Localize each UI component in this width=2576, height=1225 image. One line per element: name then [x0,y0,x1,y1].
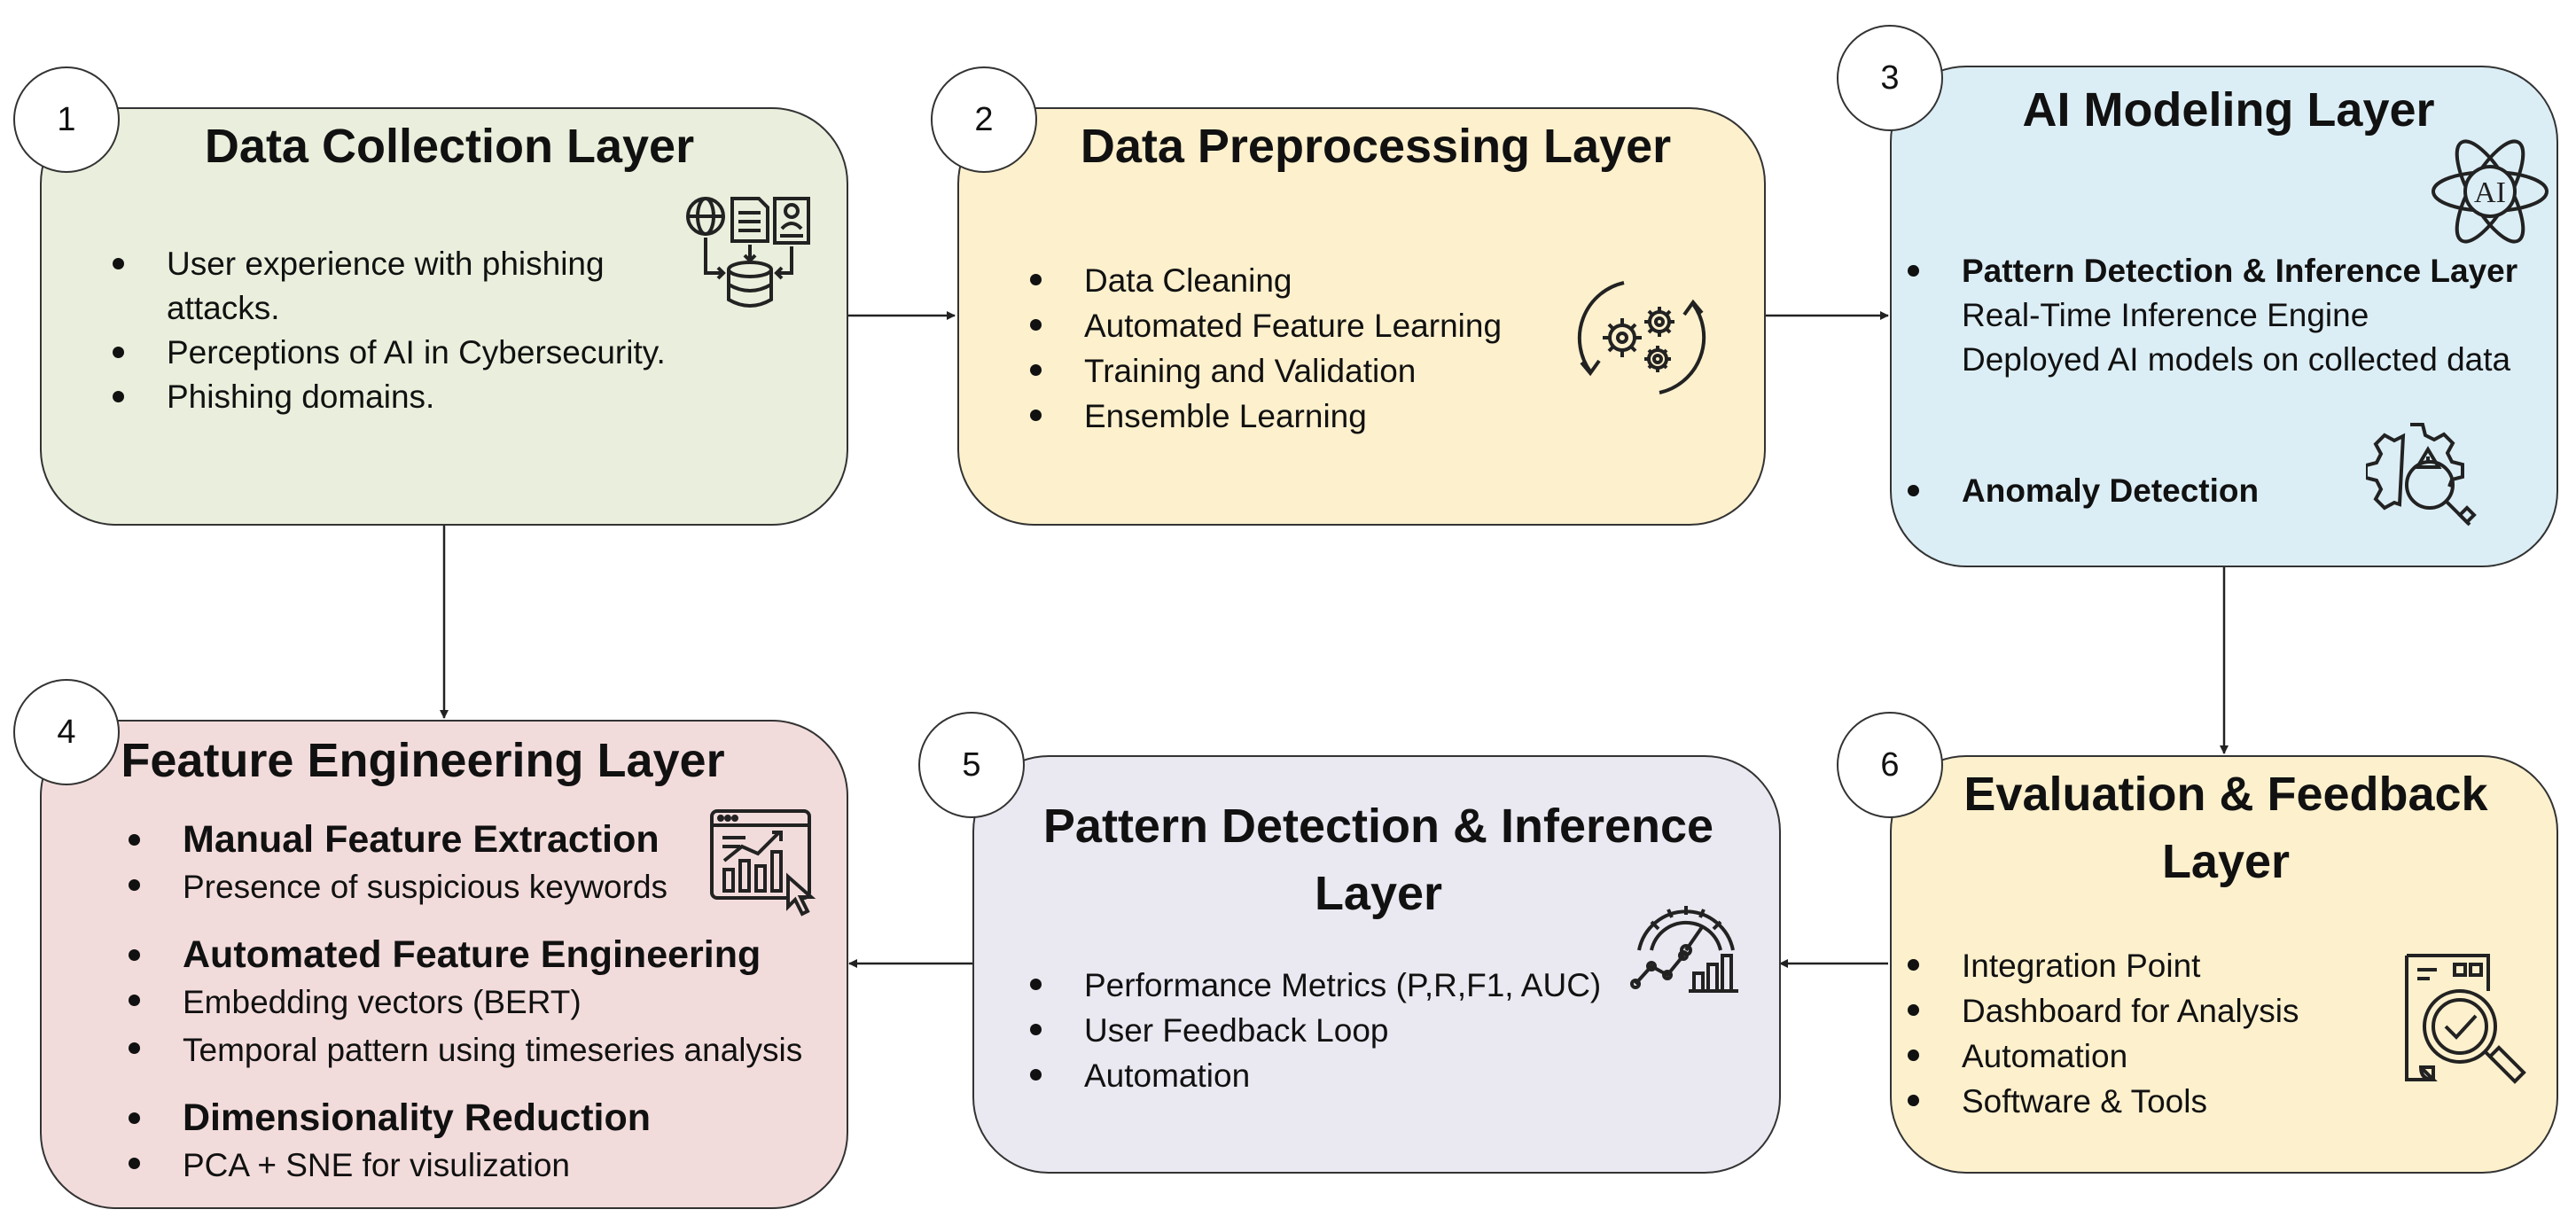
list-item: Automation [1901,1034,2299,1079]
gear-warning-search-icon [2366,423,2477,527]
list-item-heading: Manual Feature Extraction [121,815,802,863]
list-item-heading: Dimensionality Reduction [121,1094,802,1142]
database-documents-icon [686,197,810,308]
list-item-continuation: attacks. [167,290,280,326]
feature-engineering-layer-box: Feature Engineering Layer Manual Feature… [40,720,848,1209]
list-item: Data Cleaning [1023,258,1502,303]
layer-title: Data Preprocessing Layer [1080,120,1672,173]
list-item: Training and Validation [1023,348,1502,394]
evaluation-feedback-layer-box: Evaluation & Feedback Layer Integration … [1890,755,2558,1174]
step-number-3: 3 [1837,25,1943,131]
layer-items: Pattern Detection & Inference Layer Real… [1901,249,2517,513]
list-item: Ensemble Learning [1023,394,1502,439]
list-item: PCA + SNE for visulization [121,1142,802,1190]
list-item: Embedding vectors (BERT) [121,979,802,1026]
list-item: Presence of suspicious keywords [121,863,802,911]
step-number-2: 2 [931,66,1037,173]
analytics-chart-click-icon [710,809,816,917]
step-number-5: 5 [918,712,1025,818]
list-item: Software & Tools [1901,1079,2299,1124]
layer-items: Integration Point Dashboard for Analysis… [1901,943,2299,1124]
list-item: Automation [1023,1053,1601,1098]
list-item: User experience with phishing [105,242,666,286]
layer-items: Performance Metrics (P,R,F1, AUC) User F… [1023,963,1601,1098]
list-item: Automated Feature Learning [1023,303,1502,348]
pattern-detection-layer-box: Pattern Detection & Inference Layer Perf… [972,755,1781,1174]
layer-title: Data Collection Layer [204,120,695,173]
ai-atom-icon: AI [2432,139,2549,244]
ai-modeling-layer-box: AI Modeling Layer Pattern Detection & In… [1890,66,2558,567]
list-item: Dashboard for Analysis [1901,988,2299,1034]
layer-items: User experience with phishing attacks. P… [105,242,666,419]
list-item-sub: Deployed AI models on collected data [1962,341,2511,378]
layer-title-line2: Layer [2161,835,2291,888]
list-item-sub: Real-Time Inference Engine [1962,297,2369,333]
gauge-chart-icon [1630,906,1738,993]
list-item: Perceptions of AI in Cybersecurity. [105,331,666,375]
layer-items: Data Cleaning Automated Feature Learning… [1023,258,1502,439]
list-item-heading: Anomaly Detection [1901,469,2517,513]
step-number-1: 1 [13,66,120,173]
list-item: Temporal pattern using timeseries analys… [121,1026,802,1074]
data-collection-layer-box: Data Collection Layer User experience wi… [40,107,848,526]
list-item: Integration Point [1901,943,2299,988]
list-item: Phishing domains. [105,375,666,419]
layer-title-line1: Evaluation & Feedback [1963,768,2488,821]
document-search-check-icon [2405,954,2526,1084]
list-item: User Feedback Loop [1023,1008,1601,1053]
layer-title-line2: Layer [1314,867,1443,920]
gears-cycle-icon [1577,281,1706,394]
layer-title: Feature Engineering Layer [121,734,725,787]
step-number-4: 4 [13,679,120,785]
arrow-group [440,311,2229,968]
step-number-6: 6 [1837,712,1943,818]
ai-icon-label: AI [2474,176,2506,209]
layer-title-line1: Pattern Detection & Inference [1042,800,1714,853]
data-preprocessing-layer-box: Data Preprocessing Layer Data Cleaning A… [957,107,1766,526]
layer-items: Manual Feature Extraction Presence of su… [121,815,802,1190]
list-item-heading: Pattern Detection & Inference Layer [1901,249,2517,293]
list-item: Performance Metrics (P,R,F1, AUC) [1023,963,1601,1008]
layer-title: AI Modeling Layer [2022,83,2435,137]
list-item-heading: Automated Feature Engineering [121,931,802,979]
